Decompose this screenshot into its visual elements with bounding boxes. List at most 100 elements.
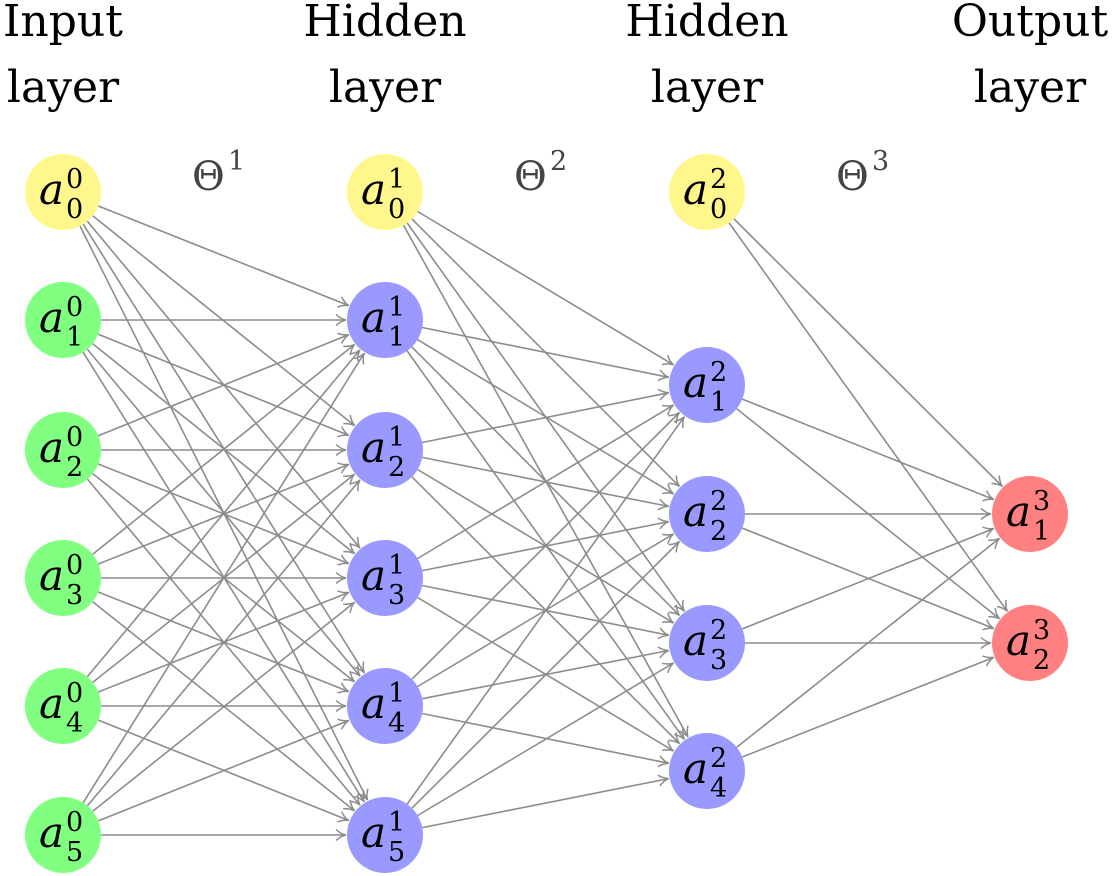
theta-label-2: Θ 2 <box>514 146 567 200</box>
node-subscript: 2 <box>710 516 727 547</box>
node-variable: a <box>361 423 386 472</box>
node-variable: a <box>39 293 64 342</box>
node-variable: a <box>39 551 64 600</box>
node-subscript: 5 <box>66 837 83 868</box>
node-superscript: 2 <box>710 357 727 388</box>
node-subscript: 2 <box>388 452 405 483</box>
layer-title-output-line1: Output <box>952 0 1109 47</box>
theta-superscript: 3 <box>872 146 889 177</box>
node-superscript: 2 <box>710 615 727 646</box>
theta-superscript: 2 <box>550 146 567 177</box>
edge-l0n2-to-l1n1 <box>97 332 350 437</box>
theta-symbol: Θ <box>836 154 869 200</box>
node-superscript: 1 <box>388 807 405 838</box>
layer-titles: Input layer Hidden layer Hidden layer Ou… <box>3 0 1108 113</box>
theta-label-1: Θ 1 <box>192 146 245 200</box>
input-node-circle <box>25 668 101 744</box>
node-subscript: 4 <box>66 708 83 739</box>
input-node-circle <box>25 412 101 488</box>
layer-title-output-line2: layer <box>974 62 1087 113</box>
node-variable: a <box>1006 616 1031 665</box>
node-variable: a <box>683 744 708 793</box>
node-variable: a <box>361 165 386 214</box>
layer-title-hidden1-line1: Hidden <box>303 0 466 47</box>
edge-l0n0-to-l1n1 <box>98 205 350 308</box>
hidden-node-circle <box>347 540 423 616</box>
node-subscript: 5 <box>388 837 405 868</box>
node-variable: a <box>39 808 64 857</box>
edge-l1n1-to-l2n2 <box>417 338 675 495</box>
edge-l1n4-to-l2n1 <box>411 411 681 680</box>
node-variable: a <box>683 358 708 407</box>
bias-node-circle <box>669 154 745 230</box>
node-superscript: 0 <box>66 678 83 709</box>
input-node-circle <box>25 797 101 873</box>
edge-l0n5-to-l1n1 <box>82 352 366 804</box>
edge-l1n5-to-l2n3 <box>417 662 675 817</box>
hidden-node-circle <box>669 733 745 809</box>
node-superscript: 0 <box>66 422 83 453</box>
node-superscript: 2 <box>710 743 727 774</box>
edge-l2n3-to-l3n1 <box>742 526 995 630</box>
node-superscript: 0 <box>66 292 83 323</box>
node-variable: a <box>683 616 708 665</box>
edge-l1n2-to-l2n1 <box>422 388 670 444</box>
node-variable: a <box>361 808 386 857</box>
output-node-circle <box>992 476 1068 552</box>
node-superscript: 0 <box>66 164 83 195</box>
node-variable: a <box>361 293 386 342</box>
edge-l1n0-to-l2n1 <box>417 210 675 366</box>
edge-l0n5-to-l1n2 <box>86 479 361 807</box>
theta-symbol: Θ <box>192 154 225 200</box>
node-variable: a <box>361 679 386 728</box>
node-variable: a <box>1006 487 1031 536</box>
node-variable: a <box>39 423 64 472</box>
edge-l2n1-to-l3n1 <box>742 398 995 502</box>
hidden-node-circle <box>347 668 423 744</box>
bias-node-circle <box>25 154 101 230</box>
node-superscript: 3 <box>1033 615 1050 646</box>
weight-labels: Θ 1 Θ 2 Θ 3 <box>192 146 889 200</box>
node-subscript: 0 <box>66 194 83 225</box>
node-superscript: 1 <box>388 550 405 581</box>
node-subscript: 2 <box>66 452 83 483</box>
node-subscript: 3 <box>66 580 83 611</box>
node-subscript: 2 <box>1033 645 1050 676</box>
hidden-node-circle <box>669 476 745 552</box>
input-node-circle <box>25 282 101 358</box>
layer-title-hidden1-line2: layer <box>329 62 442 113</box>
hidden-node-circle <box>669 605 745 681</box>
node-superscript: 0 <box>66 550 83 581</box>
theta-label-3: Θ 3 <box>836 146 889 200</box>
layer-title-hidden2-line2: layer <box>651 62 764 113</box>
node-superscript: 1 <box>388 422 405 453</box>
node-subscript: 0 <box>388 194 405 225</box>
layer-title-input-line1: Input <box>3 0 123 47</box>
hidden-node-circle <box>347 282 423 358</box>
layer-title-input-line2: layer <box>7 62 120 113</box>
node-subscript: 4 <box>710 773 727 804</box>
node-variable: a <box>683 165 708 214</box>
edge-l1n5-to-l2n2 <box>411 540 681 809</box>
node-superscript: 1 <box>388 164 405 195</box>
edge-l2n0-to-l3n2 <box>728 222 1008 612</box>
node-superscript: 1 <box>388 292 405 323</box>
input-node-circle <box>25 540 101 616</box>
theta-superscript: 1 <box>228 146 245 177</box>
node-superscript: 2 <box>710 486 727 517</box>
node-superscript: 2 <box>710 164 727 195</box>
edge-l0n4-to-l1n1 <box>86 349 361 678</box>
